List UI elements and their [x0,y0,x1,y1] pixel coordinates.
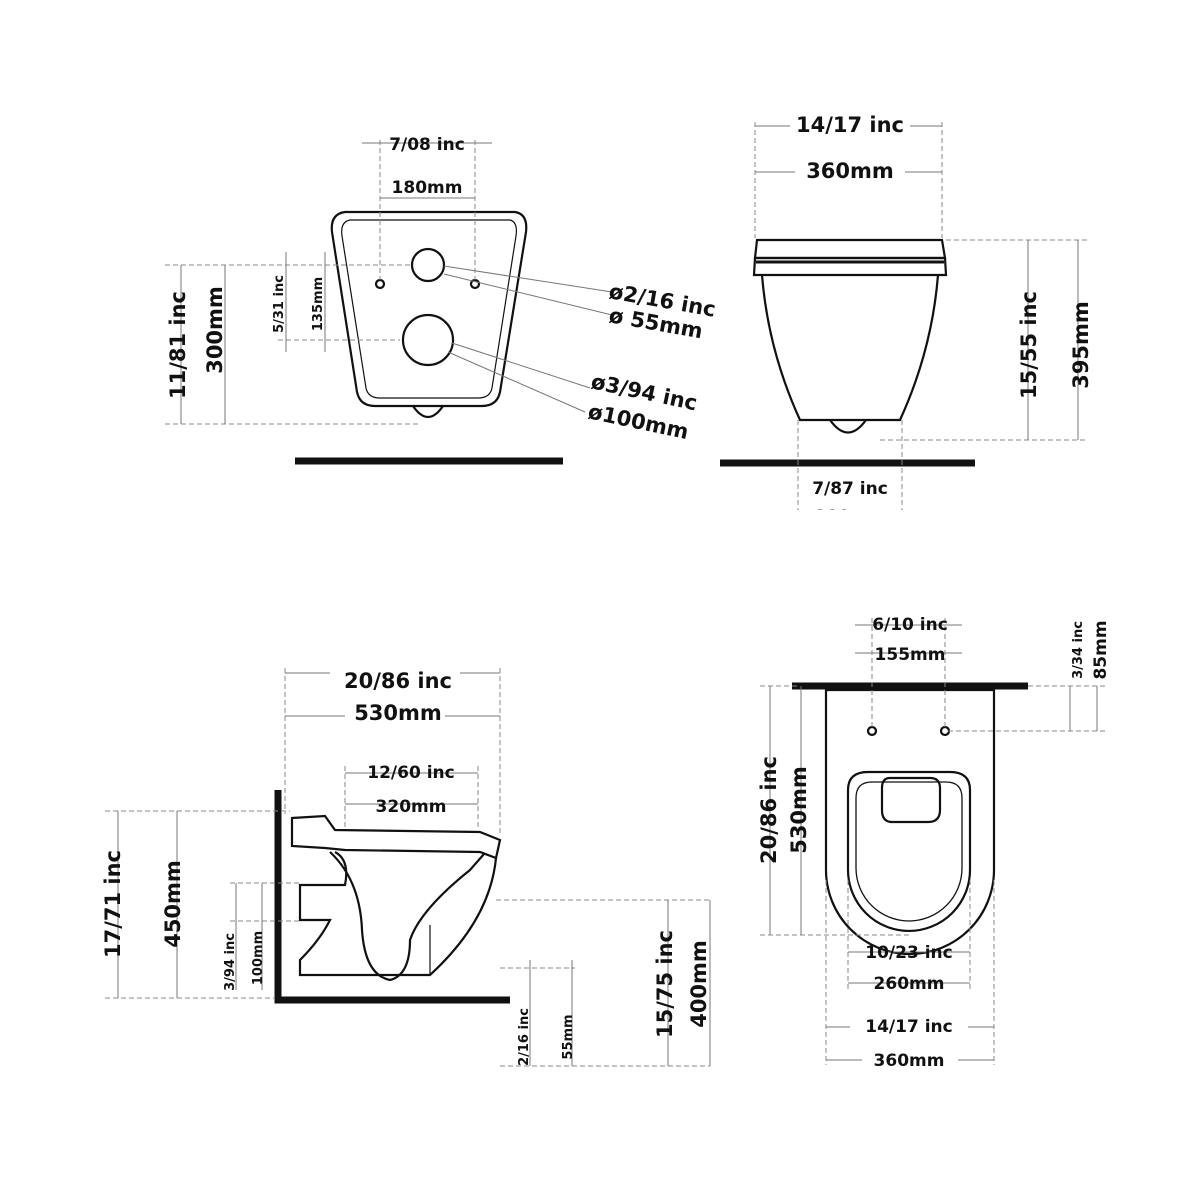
rear-body-outline [330,210,528,408]
large-pipe-hole [401,313,455,367]
side-outlet-inc: 3/94 inc [223,933,238,991]
rear-offset-mm: 135mm [311,277,326,331]
top-hole-spacing-mm: 155mm [875,645,946,665]
side-height-mm: 450mm [161,860,185,948]
side-floor-mm: 55mm [561,1014,576,1059]
side-rim-inc: 15/75 inc [653,930,677,1038]
top-seat-outer [846,770,972,933]
front-rim [752,256,948,277]
top-width-inc: 14/17 inc [865,1017,952,1037]
rear-hole-spacing-inc: 7/08 inc [389,135,465,155]
top-lid-hinge-area [880,776,942,824]
side-length-mm: 530mm [354,701,442,725]
rear-offset-inc: 5/31 inc [272,275,287,333]
top-offset-mm: 85mm [1091,620,1111,679]
top-length-mm: 530mm [787,766,811,854]
top-length-inc: 20/86 inc [757,756,781,864]
rear-outlet-bulge [412,405,444,419]
front-bowl [760,274,940,422]
side-rim-mm: 400mm [687,940,711,1028]
top-seat-width-inc: 10/23 inc [865,943,952,963]
top-seat-width-mm: 260mm [874,974,945,994]
front-view: 14/17 inc 360mm 15/55 inc 395mm 7/87 inc… [720,110,1093,527]
rear-hole-spacing-mm: 180mm [392,178,463,198]
side-rim [290,814,502,860]
rear-height-mm: 300mm [203,286,227,374]
top-bolt-hole-left [866,725,878,737]
front-bottom-inc: 7/87 inc [812,479,888,499]
front-width-mm: 360mm [806,159,894,183]
side-outlet-mm: 100mm [251,931,266,985]
front-outlet-bulge [829,419,867,434]
crop-cover [780,510,930,540]
top-hole-spacing-inc: 6/10 inc [872,615,948,635]
rear-view: 7/08 inc 180mm 11/81 inc 300mm 5/31 inc … [165,135,718,465]
side-floor-inc: 2/16 inc [517,1008,532,1066]
front-height-inc: 15/55 inc [1017,291,1041,399]
top-bolt-hole-right [939,725,951,737]
side-bowl-inc: 12/60 inc [367,763,454,783]
top-seat-inner [855,781,963,922]
side-inner-bowl [329,851,485,982]
small-pipe-hole [410,247,446,283]
side-length-inc: 20/86 inc [344,669,452,693]
top-view: 6/10 inc 155mm 3/34 inc 85mm 20/86 inc 5… [757,615,1111,1071]
top-width-mm: 360mm [874,1051,945,1071]
rear-body-inner [341,219,517,399]
front-width-inc: 14/17 inc [796,113,904,137]
wall-and-floor [274,790,510,1004]
side-bowl-mm: 320mm [376,797,447,817]
front-seat-lid [753,238,947,260]
side-view: 20/86 inc 530mm 12/60 inc 320mm 17/71 in… [101,665,711,1067]
top-bowl-outline [824,688,996,956]
front-height-mm: 395mm [1069,301,1093,389]
top-offset-inc: 3/34 inc [1071,621,1086,679]
rear-height-inc: 11/81 inc [166,291,190,399]
rear-bolt-hole-left [374,278,386,290]
side-outer-body [298,851,498,977]
side-height-inc: 17/71 inc [101,850,125,958]
